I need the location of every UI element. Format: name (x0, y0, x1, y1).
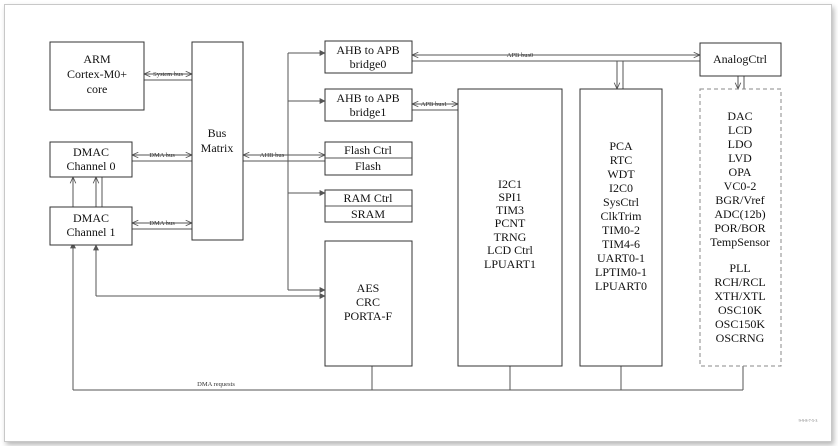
ahb-apb-bridge0-block: AHB to APB bridge0 (324, 40, 413, 74)
analog-item: VC0-2 (724, 179, 757, 193)
dmac1-aes-line (95, 245, 326, 299)
analog-item: XTH/XTL (714, 289, 765, 303)
apb0-item: LPTIM0-1 (595, 265, 647, 279)
analog-item: BGR/Vref (715, 193, 764, 207)
dma-bus-0-label: DMA bus (149, 152, 175, 159)
bridge1-line-2: bridge1 (350, 105, 387, 119)
apb1-item: LPUART1 (484, 257, 536, 271)
aes-label: AES (357, 281, 380, 295)
ahb-bus-label: AHB bus (260, 152, 285, 159)
analog-item: LVD (728, 151, 752, 165)
analog-item: PLL (729, 261, 750, 275)
analog-item: OPA (729, 165, 752, 179)
apb0-item: TIM0-2 (602, 223, 640, 237)
apb1-item: SPI1 (498, 190, 521, 204)
apb-bus0-arrow (412, 55, 700, 62)
analog-item: OSCRNG (716, 331, 765, 345)
bus-matrix-block: Bus Matrix (191, 41, 244, 241)
apb1-item: PCNT (495, 216, 526, 230)
ram-ctrl-label: RAM Ctrl (343, 191, 393, 205)
ahb-apb-bridge1-block: AHB to APB bridge1 (324, 88, 413, 122)
arm-line-2: Cortex-M0+ (67, 67, 127, 81)
analog-ctrl-block: AnalogCtrl (699, 42, 782, 77)
dmac1-line-2: Channel 1 (67, 225, 116, 239)
dmac-channel0-block: DMAC Channel 0 (49, 141, 133, 178)
analog-item: TempSensor (710, 235, 770, 249)
dmac1-line-1: DMAC (73, 211, 109, 225)
apb0-item: TIM4-6 (602, 237, 640, 251)
analog-item: LCD (728, 123, 752, 137)
dmac-channel1-block: DMAC Channel 1 (49, 206, 133, 246)
apb1-item: TRNG (494, 230, 527, 244)
dmac-request-arrows (73, 177, 103, 251)
ahb-bus-arrow (243, 155, 325, 162)
analog-item: LDO (728, 137, 753, 151)
system-bus-label: System bus (153, 71, 183, 78)
analog-item: RCH/RCL (714, 275, 765, 289)
flash-label: Flash (355, 159, 381, 173)
analog-group-block: DAC LCD LDO LVD OPA VC0-2 BGR/Vref ADC(1… (699, 88, 782, 367)
dma-bus-1-arrow (132, 223, 192, 230)
apb0-item: SysCtrl (603, 195, 640, 209)
arm-core-block: ARM Cortex-M0+ core (49, 41, 145, 111)
apb1-item: LCD Ctrl (487, 243, 533, 257)
flash-block: Flash Ctrl Flash (324, 141, 413, 176)
apb-bus1-arrow (412, 104, 458, 111)
flash-ctrl-label: Flash Ctrl (344, 143, 392, 157)
dma-bus-1-label: DMA bus (149, 220, 175, 227)
apb0-peripheral-block: PCA RTC WDT I2C0 SysCtrl ClkTrim TIM0-2 … (579, 88, 663, 367)
apb0-item: ClkTrim (601, 209, 643, 223)
ram-block: RAM Ctrl SRAM (324, 189, 413, 223)
apb1-peripheral-block: I2C1 SPI1 TIM3 PCNT TRNG LCD Ctrl LPUART… (457, 88, 563, 367)
watermark-label: 9-9-8-7-5-3 (799, 418, 818, 423)
apb0-item: UART0-1 (597, 251, 645, 265)
bridge0-line-1: AHB to APB (336, 43, 399, 57)
apb0-item: LPUART0 (595, 279, 647, 293)
analog-item: OSC10K (718, 303, 762, 317)
apb1-item: TIM3 (496, 203, 524, 217)
bridge0-line-2: bridge0 (350, 57, 387, 71)
arm-line-1: ARM (83, 52, 111, 66)
apb-bus1-label: APB bus1 (421, 101, 448, 108)
apb1-item: I2C1 (498, 177, 522, 191)
apb0-item: I2C0 (609, 181, 633, 195)
apb0-item: PCA (609, 139, 633, 153)
analog-down-arrow (738, 76, 745, 89)
arm-line-3: core (87, 82, 108, 96)
dma-requests-label: DMA requests (197, 381, 235, 388)
sram-label: SRAM (351, 207, 385, 221)
system-bus-arrow (144, 74, 192, 81)
bridge1-line-1: AHB to APB (336, 91, 399, 105)
dma-requests-line (70, 242, 744, 391)
apb0-item: WDT (607, 167, 635, 181)
crc-label: CRC (356, 295, 380, 309)
dmac0-line-1: DMAC (73, 145, 109, 159)
dma-bus-0-arrow (132, 155, 192, 162)
analog-item: DAC (727, 109, 752, 123)
analog-item: POR/BOR (714, 221, 765, 235)
ahb-fanout-lines (287, 50, 326, 293)
analog-item: ADC(12b) (714, 207, 765, 221)
analog-item: OSC150K (715, 317, 765, 331)
aes-group-block: AES CRC PORTA-F (324, 240, 413, 367)
apb0-down-arrow (617, 61, 624, 89)
porta-f-label: PORTA-F (344, 309, 393, 323)
analog-ctrl-label: AnalogCtrl (713, 52, 768, 66)
apb-bus0-label: APB bus0 (507, 52, 534, 59)
dmac0-line-2: Channel 0 (67, 159, 116, 173)
apb0-item: RTC (610, 153, 633, 167)
bus-matrix-line-2: Matrix (201, 141, 234, 155)
bus-matrix-line-1: Bus (208, 126, 227, 140)
